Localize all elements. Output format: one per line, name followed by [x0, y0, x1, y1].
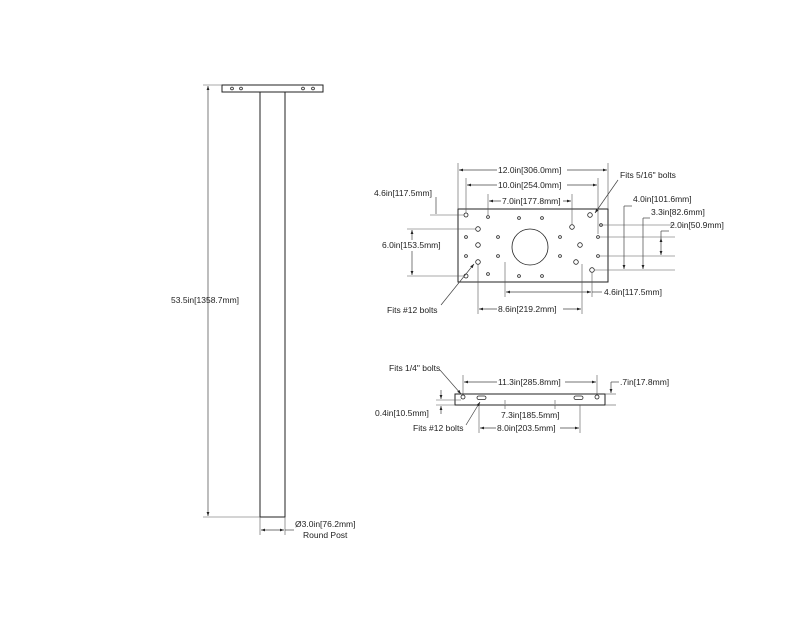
plate-width-inner-label: 10.0in[254.0mm] [498, 180, 561, 190]
note-leader [594, 179, 619, 214]
plate-hole [587, 212, 593, 218]
side-slot-spacing-label: 7.3in[185.5mm] [501, 410, 560, 420]
note-leader [439, 369, 462, 395]
label-mask [500, 409, 562, 420]
plate-hole [596, 254, 600, 258]
plate-hole [464, 235, 468, 239]
plate-hole [540, 216, 544, 220]
plate-hole [558, 235, 562, 239]
plate-hole [589, 267, 595, 273]
plate-top-view: 12.0in[306.0mm] 10.0in[254.0mm] 7.0in[17… [374, 163, 724, 315]
plate-right-inner-label: 2.0in[50.9mm] [670, 220, 724, 230]
side-offset-label: 0.4in[10.5mm] [375, 408, 429, 418]
plate-bottom-width-label: 8.6in[219.2mm] [498, 304, 557, 314]
note-small-bolts: Fits #12 bolts [387, 305, 438, 315]
plate-side-body [454, 393, 606, 406]
plate-side-view: 11.3in[285.8mm] .7in[17.8mm] 0.4in[10.5m… [375, 363, 669, 433]
round-post [259, 91, 286, 518]
label-mask [497, 179, 567, 190]
plate-hole [517, 216, 521, 220]
plate-hole [577, 242, 583, 248]
side-length-label: 11.3in[285.8mm] [498, 377, 561, 387]
label-mask [501, 195, 563, 206]
plate-hole [573, 259, 579, 265]
plate-hole [540, 274, 544, 278]
plate-hole [569, 224, 575, 230]
side-span-label: 8.0in[203.5mm] [497, 423, 556, 433]
side-hole [594, 394, 600, 400]
note-leader [440, 263, 475, 306]
plate-hole [464, 254, 468, 258]
plate-bottom-offset-label: 4.6in[117.5mm] [604, 287, 662, 297]
side-hole [460, 394, 466, 400]
plate-hole [596, 235, 600, 239]
post-top-plate [221, 84, 324, 93]
plate-hole [475, 242, 481, 248]
note-quarter-bolts: Fits 1/4" bolts [389, 363, 440, 373]
post-view: 53.5in[1358.7mm] Ø3.0in[76.2mm] Round Po… [171, 84, 355, 540]
plate-hole [486, 272, 490, 276]
post-plate-hole [230, 86, 234, 91]
side-thickness-label: .7in[17.8mm] [620, 377, 669, 387]
label-mask [381, 240, 445, 251]
plate-hole [486, 215, 490, 219]
label-mask [497, 164, 567, 175]
post-type-label: Round Post [303, 530, 348, 540]
plate-hole [475, 226, 481, 232]
plate-center-hole [511, 228, 549, 266]
post-diameter-label: Ø3.0in[76.2mm] [295, 519, 355, 529]
plate-hole [463, 212, 469, 218]
plate-width-center-label: 7.0in[177.8mm] [502, 196, 561, 206]
post-plate-hole [311, 86, 315, 91]
label-mask [497, 376, 565, 387]
note-small-bolts-side: Fits #12 bolts [413, 423, 464, 433]
label-mask [497, 303, 563, 314]
plate-width-overall-label: 12.0in[306.0mm] [498, 165, 561, 175]
note-large-bolts: Fits 5/16" bolts [620, 170, 676, 180]
plate-left-offset-label: 4.6in[117.5mm] [374, 188, 432, 198]
plate-hole [475, 259, 481, 265]
plate-hole [496, 254, 500, 258]
plate-right-mid-label: 3.3in[82.6mm] [651, 207, 705, 217]
post-plate-hole [239, 86, 243, 91]
side-slot [573, 395, 584, 400]
plate-height-label: 6.0in[153.5mm] [382, 240, 441, 250]
post-plate-hole [301, 86, 305, 91]
label-mask [496, 422, 560, 433]
plate-right-outer-label: 4.0in[101.6mm] [633, 194, 692, 204]
plate-hole [517, 274, 521, 278]
post-height-label: 53.5in[1358.7mm] [171, 295, 239, 305]
side-slot [476, 395, 487, 400]
plate-hole [496, 235, 500, 239]
note-leader [465, 401, 481, 426]
plate-hole [558, 254, 562, 258]
